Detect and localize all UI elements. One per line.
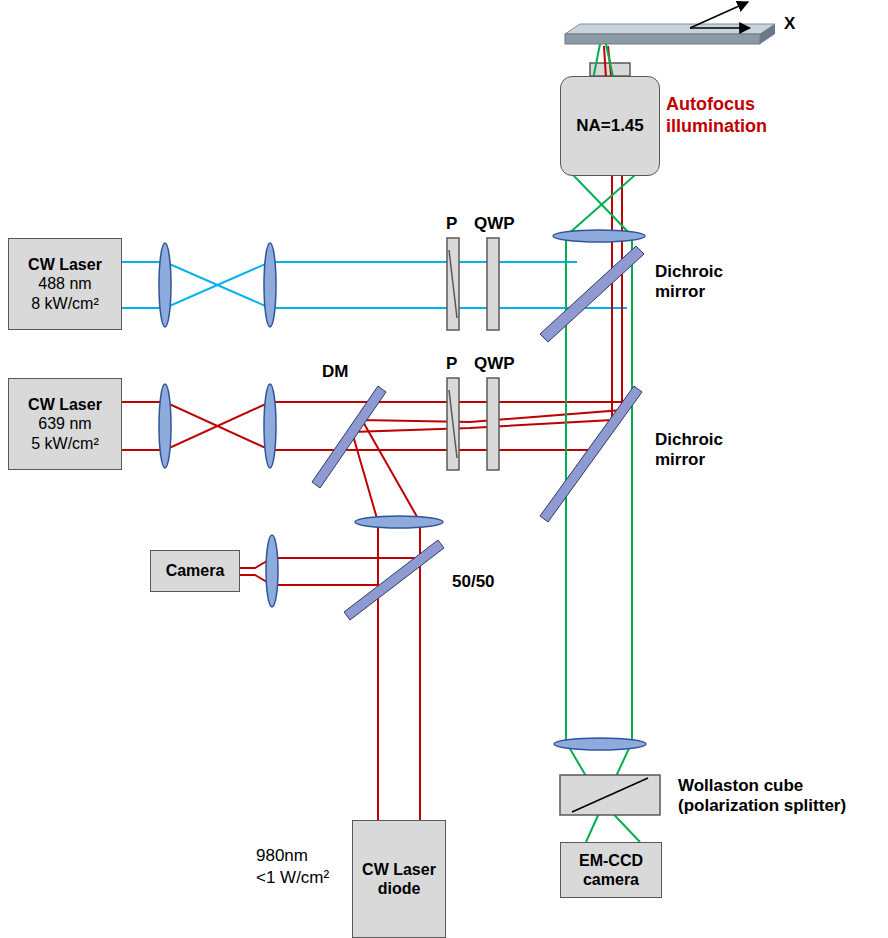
node-text: 8 kW/cm² <box>31 294 99 313</box>
node-text: 639 nm <box>38 414 91 433</box>
wollaston-cube <box>560 775 660 815</box>
sample-slab <box>565 24 775 44</box>
node-text: 488 nm <box>38 274 91 293</box>
part-label: Wollaston cube (polarization splitter) <box>678 776 878 817</box>
part-label: QWP <box>474 354 515 374</box>
node-text: 5 kW/cm² <box>31 434 99 453</box>
part-label: P <box>446 354 457 374</box>
part-label: <1 W/cm² <box>256 868 329 888</box>
node-text: CW Laser diode <box>357 860 441 898</box>
node-text: NA=1.45 <box>576 116 644 136</box>
node-text: CW Laser <box>28 255 102 274</box>
part-label: 50/50 <box>452 572 495 592</box>
lens <box>159 230 646 750</box>
camera-box: EM-CCD camera <box>560 842 662 898</box>
part-label: QWP <box>474 214 515 234</box>
axis-arrows <box>690 2 750 28</box>
node-text: Camera <box>166 561 225 580</box>
part-label: P <box>446 214 457 234</box>
node-text: EM-CCD camera <box>565 851 657 889</box>
dichroic-mirror <box>312 246 644 620</box>
camera-box: Camera <box>150 550 240 592</box>
part-label: DM <box>322 362 348 382</box>
part-label: Dichroic mirror <box>655 430 765 471</box>
objective-lens: NA=1.45 <box>560 76 660 176</box>
part-label: X <box>784 14 795 34</box>
laser-box: CW Laser488 nm8 kW/cm² <box>8 238 122 330</box>
laser-box: CW Laser639 nm5 kW/cm² <box>8 378 122 470</box>
part-label: Dichroic mirror <box>655 262 765 303</box>
blue-beam <box>122 262 627 308</box>
laser-diode-box: CW Laser diode <box>352 820 446 938</box>
node-text: CW Laser <box>28 395 102 414</box>
red-beam <box>122 402 632 450</box>
beam-label: Autofocus illumination <box>666 94 816 137</box>
part-label: 980nm <box>256 846 308 866</box>
